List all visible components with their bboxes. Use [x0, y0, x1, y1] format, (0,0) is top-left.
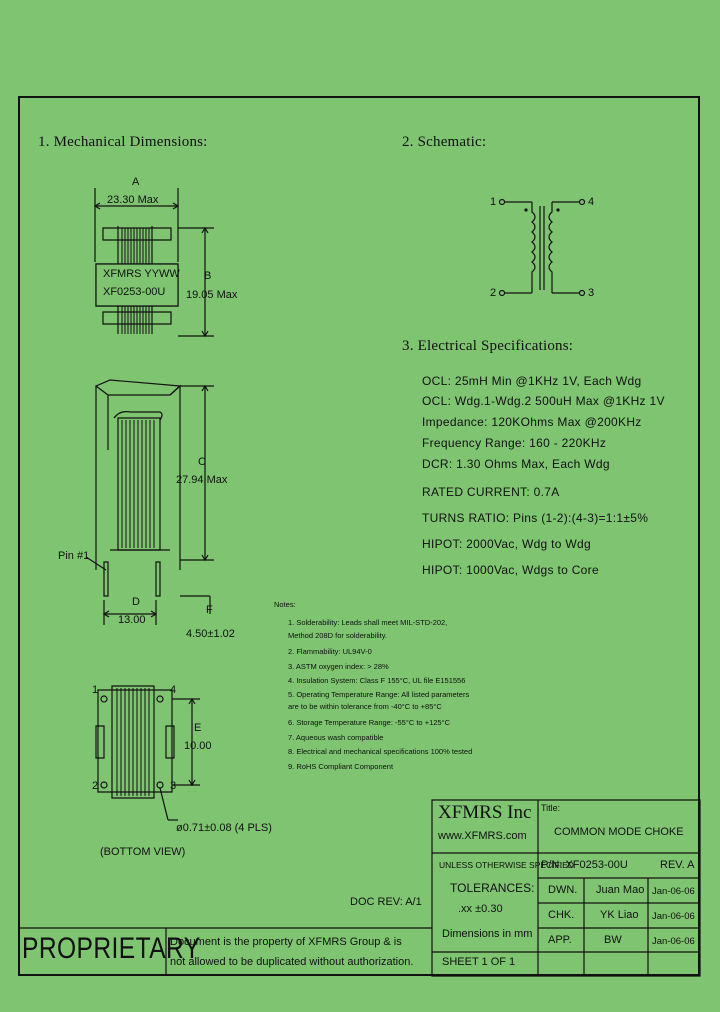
- electrical-specifications-title: 3. Electrical Specifications:: [402, 338, 574, 354]
- note-line: 7. Aqueous wash compatible: [288, 733, 384, 742]
- dim-d-value: 13.00: [118, 614, 146, 626]
- proprietary-line1: Document is the property of XFMRS Group …: [170, 936, 402, 948]
- bottom-view-pin3: 3: [170, 780, 177, 792]
- note-line: 6. Storage Temperature Range: -55°C to +…: [288, 718, 450, 727]
- schematic-pin1: 1: [490, 196, 497, 208]
- schematic-pin4: 4: [588, 196, 595, 208]
- schematic-title: 2. Schematic:: [402, 134, 487, 150]
- pin1-label: Pin #1: [58, 550, 90, 562]
- bottom-view-pin4: 4: [170, 684, 177, 696]
- checked-date: Jan-06-06: [652, 911, 695, 922]
- note-line: 2. Flammability: UL94V-0: [288, 647, 372, 656]
- tolerances-label: TOLERANCES:: [450, 881, 535, 895]
- note-line: 5. Operating Temperature Range: All list…: [288, 690, 470, 699]
- proprietary-line2: not allowed to be duplicated without aut…: [170, 956, 414, 968]
- approved-name: BW: [604, 934, 622, 946]
- pin-diameter: ø0.71±0.08 (4 PLS): [176, 822, 272, 834]
- spec-line-3: Impedance: 120KOhms Max @200KHz: [422, 415, 642, 429]
- spec-line-6: RATED CURRENT: 0.7A: [422, 485, 560, 499]
- spec-line-2: OCL: Wdg.1-Wdg.2 500uH Max @1KHz 1V: [422, 394, 665, 408]
- approved-label: APP.: [548, 934, 572, 946]
- notes-title: Notes:: [274, 600, 296, 609]
- part-marking-line1: XFMRS YYWW: [103, 268, 180, 280]
- checked-name: YK Liao: [600, 909, 639, 921]
- dim-e-label: E: [194, 722, 202, 734]
- part-number: P/N: XF0253-00U: [541, 859, 628, 871]
- bottom-view-pin1: 1: [92, 684, 99, 696]
- tolerance-value: .xx ±0.30: [458, 903, 503, 915]
- drawn-name: Juan Mao: [596, 884, 645, 896]
- checked-label: CHK.: [548, 909, 575, 921]
- note-line: 9. RoHS Compliant Component: [288, 762, 394, 771]
- schematic-diagram: [480, 190, 610, 305]
- title-label: Title:: [541, 803, 561, 813]
- drawn-date: Jan-06-06: [652, 886, 695, 897]
- spec-line-1: OCL: 25mH Min @1KHz 1V, Each Wdg: [422, 374, 642, 388]
- spec-line-4: Frequency Range: 160 - 220KHz: [422, 436, 607, 450]
- dim-a-label: A: [132, 176, 140, 188]
- note-line: Method 208D for solderability.: [288, 631, 388, 640]
- dim-c-value: 27.94 Max: [176, 474, 228, 486]
- drawing-frame: [18, 96, 700, 976]
- doc-revision: DOC REV: A/1: [350, 896, 422, 908]
- dim-e-value: 10.00: [184, 740, 212, 752]
- company-website[interactable]: www.XFMRS.com: [438, 830, 527, 842]
- company-name: XFMRS Inc: [438, 802, 532, 823]
- schematic-pin3: 3: [588, 287, 595, 299]
- proprietary-label: PROPRIETARY: [22, 932, 201, 965]
- dimensions-unit: Dimensions in mm: [442, 928, 533, 940]
- drawn-label: DWN.: [548, 884, 578, 896]
- part-marking-line2: XF0253-00U: [103, 286, 166, 298]
- mechanical-dimensions-title: 1. Mechanical Dimensions:: [38, 134, 208, 150]
- bottom-view-pin2: 2: [92, 780, 99, 792]
- spec-line-8: HIPOT: 2000Vac, Wdg to Wdg: [422, 537, 591, 551]
- note-line: 1. Solderability: Leads shall meet MIL-S…: [288, 618, 448, 627]
- approved-date: Jan-06-06: [652, 936, 695, 947]
- tolerance-note: UNLESS OTHERWISE SPECIFIED: [439, 860, 574, 870]
- spec-line-7: TURNS RATIO: Pins (1-2):(4-3)=1:1±5%: [422, 511, 649, 525]
- note-line: 8. Electrical and mechanical specificati…: [288, 747, 473, 756]
- spec-line-9: HIPOT: 1000Vac, Wdgs to Core: [422, 563, 599, 577]
- spec-line-5: DCR: 1.30 Ohms Max, Each Wdg: [422, 457, 610, 471]
- dim-b-label: B: [204, 270, 212, 282]
- note-line: 4. Insulation System: Class F 155°C, UL …: [288, 676, 466, 685]
- dim-c-label: C: [198, 456, 206, 468]
- note-line: 3. ASTM oxygen index: > 28%: [288, 662, 389, 671]
- note-line: are to be within tolerance from -40°C to…: [288, 702, 442, 711]
- dim-f-value: 4.50±1.02: [186, 628, 235, 640]
- sheet-number: SHEET 1 OF 1: [442, 956, 516, 968]
- title-value: COMMON MODE CHOKE: [554, 826, 684, 838]
- schematic-pin2: 2: [490, 287, 497, 299]
- dim-a-value: 23.30 Max: [107, 194, 159, 206]
- bottom-view-label: (BOTTOM VIEW): [100, 846, 186, 858]
- dim-b-value: 19.05 Max: [186, 289, 238, 301]
- dim-d-label: D: [132, 596, 140, 608]
- revision: REV. A: [660, 859, 695, 871]
- dim-f-label: F: [206, 604, 213, 616]
